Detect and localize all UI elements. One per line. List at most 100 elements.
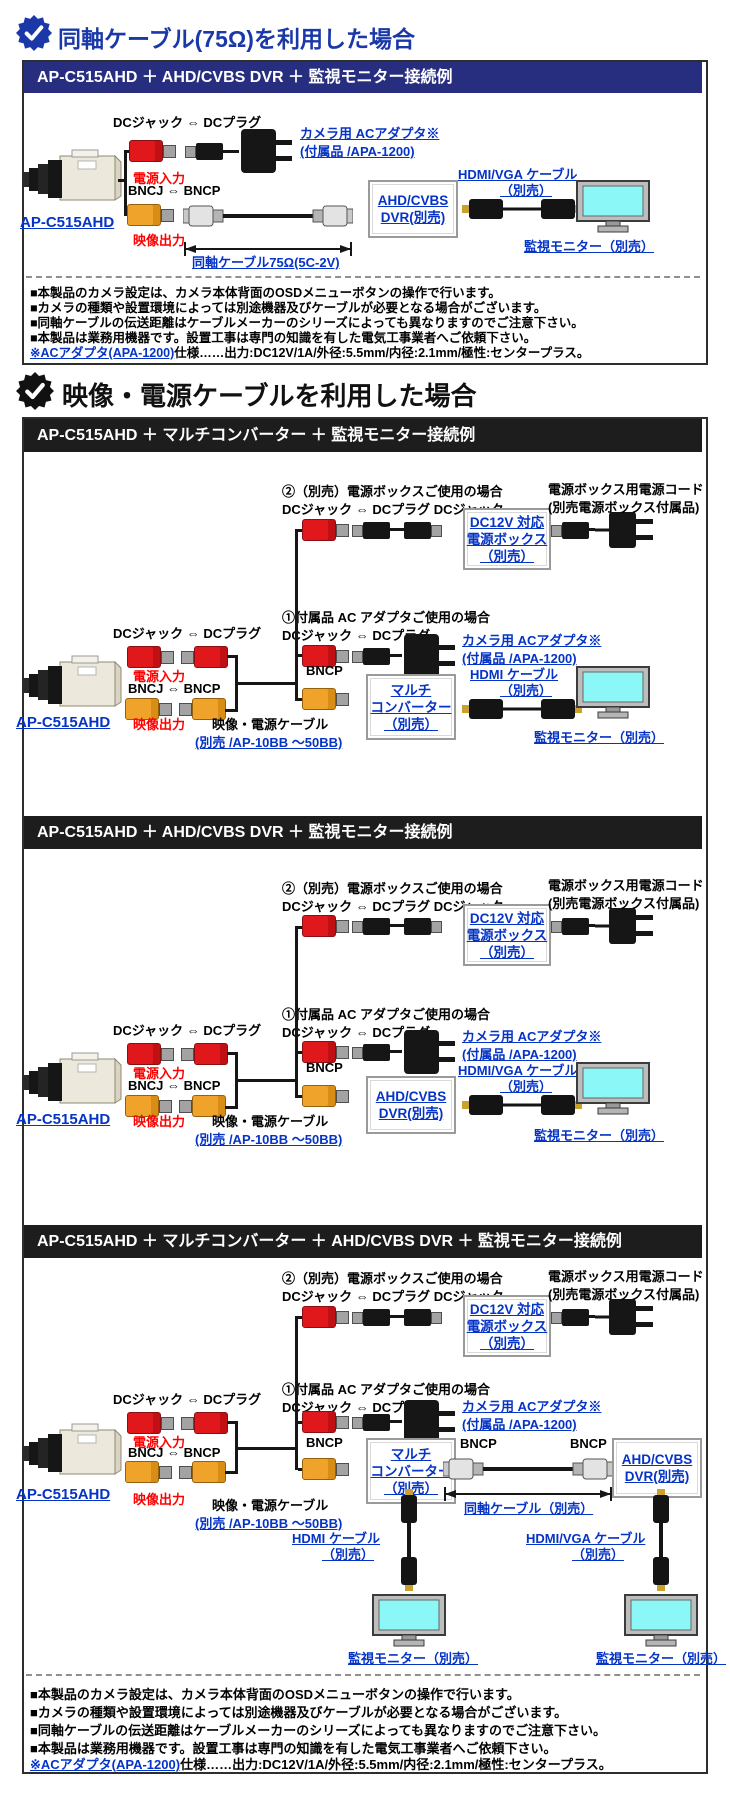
bnc-pair-label: BNCJ ⇔ BNCP bbox=[128, 183, 221, 198]
note-line-adapter-spec: ※ACアダプタ(APA-1200)仕様……出力:DC12V/1A/外径:5.5m… bbox=[30, 346, 589, 361]
wire bbox=[225, 1106, 235, 1109]
av-cable-link[interactable]: (別売 /AP-10BB ～50BB) bbox=[195, 735, 343, 750]
dc-plug-red-connector bbox=[181, 646, 228, 668]
dc-pair-label: DCジャック ⇔ DCプラグ bbox=[113, 1023, 262, 1038]
camera-adapter-link[interactable]: カメラ用 ACアダプタ※ bbox=[462, 1399, 602, 1414]
wire bbox=[227, 1421, 235, 1424]
cable bbox=[388, 1315, 404, 1318]
camera-adapter-link2[interactable]: (付属品 /APA-1200) bbox=[462, 651, 577, 666]
check-badge-icon bbox=[16, 372, 54, 410]
powerbox-box[interactable]: DC12V 対応 電源ボックス （別売） bbox=[463, 1295, 551, 1357]
powerbox-label-2: 電源ボックス bbox=[466, 927, 548, 943]
av-cable-link[interactable]: (別売 /AP-10BB ～50BB) bbox=[195, 1132, 343, 1147]
sold-separately-label[interactable]: （別売） bbox=[322, 1547, 375, 1562]
video-out-label: 映像出力 bbox=[133, 1114, 186, 1129]
bncp-yellow-connector bbox=[302, 1085, 349, 1107]
sold-separately-label[interactable]: （別売） bbox=[500, 183, 553, 198]
dvr-label-2: DVR(別売) bbox=[624, 1469, 690, 1484]
note-line: ■本製品は業務用機器です。設置工事は専門の知識を有した電気工事業者へご依頼下さい… bbox=[30, 1741, 557, 1756]
dvr-box[interactable]: AHD/CVBS DVR(別売) bbox=[366, 1076, 456, 1134]
hdmi-cable-link[interactable]: HDMI ケーブル bbox=[470, 667, 559, 682]
multi-converter-box[interactable]: マルチ コンバーター （別売） bbox=[366, 1438, 456, 1504]
section4-header: AP-C515AHD ＋ マルチコンバーター ＋ AHD/CVBS DVR ＋ … bbox=[24, 1225, 702, 1258]
bncp-yellow-connector bbox=[302, 1458, 349, 1480]
dc-pair-label: DCジャック ⇔ DCプラグ bbox=[113, 626, 262, 641]
hdmi-cable-icon bbox=[462, 199, 582, 219]
camera-model-link[interactable]: AP-C515AHD bbox=[16, 1111, 111, 1128]
hdmi-vga-cable-link[interactable]: HDMI/VGA ケーブル bbox=[458, 167, 578, 182]
wire bbox=[295, 1316, 298, 1470]
monitor-link[interactable]: 監視モニター（別売） bbox=[348, 1651, 479, 1666]
dc-plug-black-connector bbox=[352, 522, 390, 539]
multi-converter-box[interactable]: マルチ コンバーター （別売） bbox=[366, 674, 456, 740]
wire bbox=[238, 682, 295, 685]
bnc-jack-yellow-connector bbox=[125, 698, 172, 720]
monitor-icon bbox=[576, 1062, 650, 1115]
wire bbox=[235, 1052, 238, 1109]
hdmi-cable-link[interactable]: HDMI ケーブル bbox=[292, 1531, 381, 1546]
monitor-link[interactable]: 監視モニター（別売） bbox=[596, 1651, 727, 1666]
dc-jack-black-connector bbox=[404, 1309, 442, 1326]
adapter-spec-link[interactable]: ※ACアダプタ(APA-1200) bbox=[30, 1757, 181, 1772]
dvr-label-2: DVR(別売) bbox=[378, 1106, 444, 1121]
note-line: ■カメラの種類や設置環境によっては別途機器及びケーブルが必要となる場合がございま… bbox=[30, 301, 547, 315]
video-out-label: 映像出力 bbox=[133, 717, 186, 732]
powerbox-box[interactable]: DC12V 対応 電源ボックス （別売） bbox=[463, 508, 551, 570]
wire bbox=[298, 1316, 302, 1319]
dc-jack-red-connector bbox=[127, 646, 174, 668]
case-powerbox-label: ②（別売）電源ボックスご使用の場合 bbox=[282, 1271, 503, 1286]
sold-separately-label[interactable]: （別売） bbox=[500, 683, 553, 698]
adapter-spec-link[interactable]: ※ACアダプタ(APA-1200) bbox=[30, 346, 175, 360]
dc-triple-label: DCジャック ⇔ DCプラグ DCジャック bbox=[282, 502, 504, 517]
hdmi-vga-cable-link[interactable]: HDMI/VGA ケーブル bbox=[458, 1063, 578, 1078]
camera-model-link[interactable]: AP-C515AHD bbox=[16, 714, 111, 731]
coax75-link[interactable]: 同軸ケーブル75Ω(5C-2V) bbox=[192, 255, 340, 270]
page-title-coax: 同軸ケーブル(75Ω)を利用した場合 bbox=[58, 26, 415, 52]
note-line-adapter-spec: ※ACアダプタ(APA-1200)仕様……出力:DC12V/1A/外径:5.5m… bbox=[30, 1756, 612, 1774]
wire bbox=[298, 654, 302, 657]
wire bbox=[227, 1052, 235, 1055]
hdmi-vga-cable-link[interactable]: HDMI/VGA ケーブル bbox=[526, 1531, 646, 1546]
camera-adapter-link2[interactable]: (付属品 /APA-1200) bbox=[462, 1417, 577, 1432]
power-cord-plug-icon bbox=[595, 1299, 653, 1335]
bnc-pair-label: BNCJ ⇔ BNCP bbox=[128, 681, 221, 696]
dvr-box[interactable]: AHD/CVBS DVR(別売) bbox=[368, 180, 458, 238]
dc-jack-red-connector bbox=[302, 1411, 349, 1433]
camera-adapter-link[interactable]: カメラ用 ACアダプタ※ bbox=[300, 126, 440, 141]
wire bbox=[298, 529, 302, 532]
powercord-label-2: (別売電源ボックス付属品) bbox=[548, 896, 700, 911]
monitor-link[interactable]: 監視モニター（別売） bbox=[524, 239, 655, 254]
camera-model-link[interactable]: AP-C515AHD bbox=[16, 1486, 111, 1503]
av-cable-label: 映像・電源ケーブル bbox=[212, 717, 329, 732]
dc-jack-red-connector bbox=[302, 645, 349, 667]
powercord-label-2: (別売電源ボックス付属品) bbox=[548, 1287, 700, 1302]
dc-plug-black-connector bbox=[185, 143, 223, 160]
coax-sold-link[interactable]: 同軸ケーブル（別売） bbox=[464, 1501, 594, 1516]
sold-separately-label[interactable]: （別売） bbox=[500, 1079, 553, 1094]
multi-label-3: （別売） bbox=[384, 1480, 438, 1496]
sold-separately-label[interactable]: （別売） bbox=[572, 1547, 625, 1562]
dc-triple-label: DCジャック ⇔ DCプラグ DCジャック bbox=[282, 899, 504, 914]
camera-adapter-link[interactable]: カメラ用 ACアダプタ※ bbox=[462, 633, 602, 648]
monitor-link[interactable]: 監視モニター（別売） bbox=[534, 1128, 665, 1143]
ac-adapter-icon bbox=[404, 634, 455, 678]
camera-adapter-link2[interactable]: (付属品 /APA-1200) bbox=[462, 1047, 577, 1062]
powerbox-label-3: （別売） bbox=[480, 944, 534, 960]
camera-adapter-link2[interactable]: (付属品 /APA-1200) bbox=[300, 144, 415, 159]
bncp-label: BNCP bbox=[306, 1435, 343, 1450]
cable bbox=[388, 924, 404, 927]
camera-adapter-link[interactable]: カメラ用 ACアダプタ※ bbox=[462, 1029, 602, 1044]
power-in-label: 電源入力 bbox=[133, 1435, 186, 1450]
multi-label-2: コンバーター bbox=[370, 699, 452, 715]
camera-icon bbox=[22, 1423, 122, 1475]
divider bbox=[26, 276, 700, 278]
powerbox-box[interactable]: DC12V 対応 電源ボックス （別売） bbox=[463, 904, 551, 966]
dc-plug-black-connector bbox=[352, 1044, 390, 1061]
dc-jack-black-connector bbox=[404, 522, 442, 539]
powerbox-label-2: 電源ボックス bbox=[466, 1318, 548, 1334]
case-adapter-label: ①付属品 AC アダプタご使用の場合 bbox=[282, 1007, 491, 1022]
camera-model-link[interactable]: AP-C515AHD bbox=[20, 214, 115, 231]
av-cable-link[interactable]: (別売 /AP-10BB ～50BB) bbox=[195, 1516, 343, 1531]
monitor-link[interactable]: 監視モニター（別売） bbox=[534, 730, 665, 745]
wire bbox=[235, 1421, 238, 1474]
